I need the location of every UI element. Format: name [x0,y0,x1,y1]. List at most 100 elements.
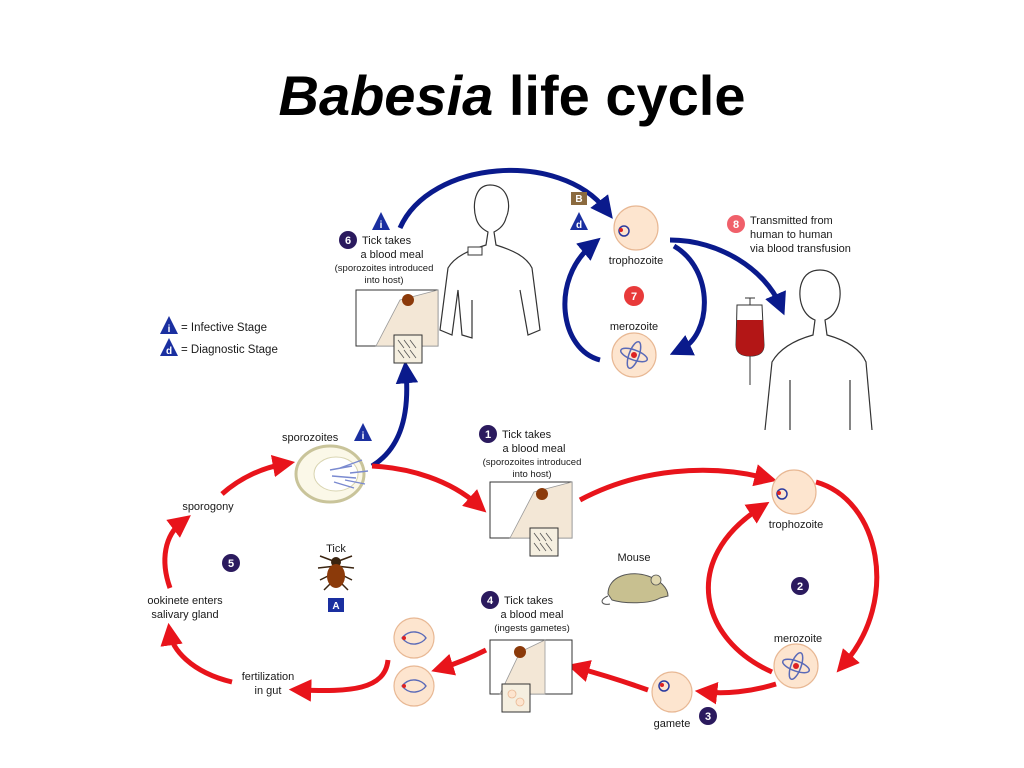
step-2-number: 2 [797,581,803,593]
tick-label: Tick [326,543,346,555]
step-8-number: 8 [733,219,739,231]
mouse-label: Mouse [617,552,650,564]
trophozoite-mouse-parasite [776,488,788,500]
step-6-line4: into host) [364,275,403,286]
step-1-number: 1 [485,429,491,441]
step-8-line3: via blood transfusion [750,243,851,255]
legend-diagnostic-icon [160,338,178,356]
arrow-merozoite-to-gamete [694,681,777,705]
trophozoite-mouse-label: trophozoite [769,519,823,531]
merozoite-mouse-label: merozoite [774,633,822,645]
tick-feeding-box-step1 [489,481,573,557]
step-8-line2: human to human [750,229,833,241]
arrow-to-transfusion [669,237,786,316]
gut-cell-bottom [393,665,435,707]
arrow-ookinete-to-sporogony [162,515,191,589]
step-1-line4: into host) [512,469,551,480]
step-4-number: 4 [487,595,494,607]
arrow-sporogony-to-sporozoites [220,454,296,496]
gamete-parasite [658,680,670,692]
arrow-step4-to-gut [431,647,488,676]
badge-b [571,192,587,205]
step-1-badge [479,425,497,443]
trophozoite-mouse-nucleus [777,491,781,495]
ookinete-line1: ookinete enters [147,595,223,607]
step-5-number: 5 [228,558,234,570]
arrow-fertilization-to-ookinete [160,622,233,685]
merozoite-human-label: merozoite [610,321,658,333]
infective-badge-sporozoites-letter: i [362,431,365,442]
trophozoite-mouse-cell [771,469,817,515]
human-figure-recipient [764,269,873,431]
legend-infective-letter: i [168,324,171,335]
arrow-merozoite-to-trophozoite [562,237,601,363]
step-3-number: 3 [705,711,711,723]
legend-diagnostic-letter: d [166,346,172,357]
gut-cell-top [393,617,435,659]
trophozoite-human-parasite [618,225,630,237]
gamete-nucleus [660,683,664,687]
mouse-icon [601,573,669,605]
badge-a-letter: A [332,601,339,612]
arrow-merozoite-to-trophozoite-mouse [705,501,774,675]
badge-b-letter: B [575,194,582,205]
diagnostic-badge-human-letter: d [576,220,582,231]
step-1-line2: a blood meal [503,443,566,455]
tick-feeding-box-step4 [489,639,573,713]
step-8-line1: Transmitted from [750,215,833,227]
infective-badge-sporozoites [354,423,372,441]
step-8-badge [727,215,745,233]
step-4-line2: a blood meal [501,609,564,621]
legend-diagnostic-text: = Diagnostic Stage [181,344,278,356]
human-figure-top [439,184,541,339]
trophozoite-human-nucleus [619,228,623,232]
tick-icon [317,555,355,591]
step-1-line3: (sporozoites introduced [483,457,582,468]
merozoite-mouse-parasites [781,651,811,681]
arrow-sporozoites-to-tick [370,360,419,469]
trophozoite-human-label: trophozoite [609,255,663,267]
step-4-line3: (ingests gametes) [494,623,570,634]
gamete-cell [651,671,693,713]
step-6-line2: a blood meal [361,249,424,261]
fertilization-line1: fertilization [242,671,295,683]
legend-infective-icon [160,316,178,334]
step-6-line1: Tick takes [362,235,412,247]
gut-parasite-bottom [401,679,427,693]
merozoite-mouse-nucleus [793,663,799,669]
ookinete-line2: salivary gland [151,609,218,621]
gut-parasite-top [401,631,427,645]
blood-bag [735,297,765,385]
gut-nucleus-bottom [402,684,406,688]
sporozoites-label: sporozoites [282,432,339,444]
step-3-label: gamete [654,718,691,730]
fertilization-line2: in gut [255,685,282,697]
title-rest: life cycle [493,64,746,127]
sporozoites-gland [294,444,369,504]
title-italic: Babesia [278,64,494,127]
step-6-line3: (sporozoites introduced [335,263,434,274]
merozoite-human-nucleus [631,352,637,358]
bite-marker-top [467,246,483,256]
legend-infective-text: = Infective Stage [181,322,267,334]
page-title: Babesia life cycle [0,62,1024,129]
tick-feeding-box-step6 [355,289,439,364]
arrow-trophozoite-to-merozoite [669,243,707,356]
arrow-gamete-to-step4 [567,660,649,693]
step-7-badge [624,286,644,306]
arrow-gut-to-fertilization [288,659,391,702]
arrow-host-to-trophozoite [397,168,613,230]
infective-badge-step6 [372,212,390,230]
gut-nucleus-top [402,636,406,640]
step-2-badge [791,577,809,595]
diagnostic-badge-human [570,212,588,230]
step-3-badge [699,707,717,725]
step-6-number: 6 [345,235,351,247]
sporogony-label: sporogony [182,501,234,513]
step-1-line1: Tick takes [502,429,552,441]
infective-badge-step6-letter: i [380,220,383,231]
arrow-step1-to-trophozoite [578,464,777,503]
trophozoite-human-cell [613,205,659,251]
step-4-badge [481,591,499,609]
